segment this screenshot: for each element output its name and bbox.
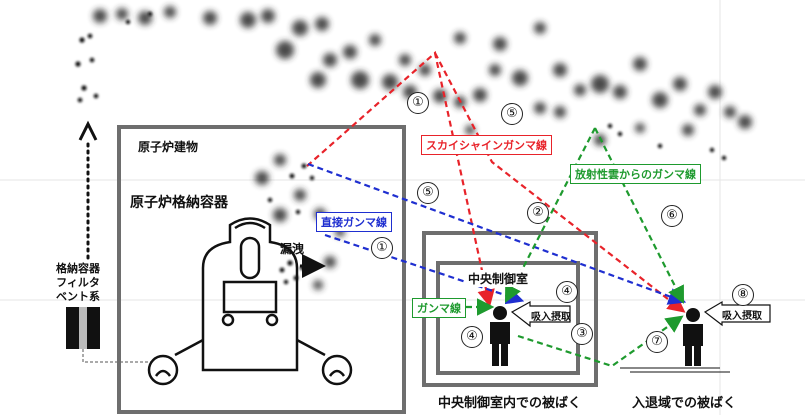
access-area-exposure-caption: 入退域での被ばく [632,396,737,411]
marker-8: ⑧ [732,284,754,306]
gamma-label: ガンマ線 [412,298,466,318]
filter-vent-pipe [82,349,155,363]
inhalation-arrow-control-room [510,300,571,328]
marker-1-mid: ① [371,237,393,259]
reactor-building-frame [117,125,406,414]
marker-5-mid: ⑤ [417,182,439,204]
filter-vent-label-line2: フィルタ [56,276,100,289]
person-access-area [683,308,703,366]
filter-vent-label-line3: ベント系 [56,290,100,303]
containment-vessel [147,217,353,386]
containment-vessel-label: 原子炉格納容器 [130,195,228,211]
marker-4-arrow: ④ [556,281,578,303]
plume-particles [75,11,727,285]
inhalation-label-access-area: 吸入摂取 [722,311,762,322]
marker-4-left: ④ [461,326,483,348]
direct-gamma-paths [307,162,687,305]
person-control-room [490,306,510,366]
central-control-room-label: 中央制御室 [466,270,531,287]
radioactive-plume [93,6,752,290]
control-room-inner-frame [436,261,580,375]
filter-vent-unit [66,307,100,349]
skyshine-gamma-label: スカイシャインガンマ線 [421,135,552,155]
direct-gamma-label: 直接ガンマ線 [316,212,392,232]
cloud-gamma-label: 放射性雲からのガンマ線 [570,164,701,184]
ground-lines [620,367,730,373]
marker-3: ③ [571,323,593,345]
filter-vent-label-line1: 格納容器 [56,262,100,275]
control-room-exposure-caption: 中央制御室内での被ばく [438,396,582,411]
filter-vent-label: 格納容器 フィルタ ベント系 [56,262,100,304]
marker-2: ② [527,202,549,224]
reactor-building-label: 原子炉建物 [138,140,199,154]
marker-6: ⑥ [661,205,683,227]
filter-vent-up-arrow [78,120,98,141]
leak-label: 漏洩 [280,242,305,256]
skyshine-gamma-paths [306,50,686,313]
marker-5-top: ⑤ [501,103,523,125]
inhalation-label-control-room: 吸入摂取 [531,312,571,323]
inhalation-arrow-access-area [703,300,771,327]
marker-7: ⑦ [646,331,668,353]
marker-1-top: ① [407,92,429,114]
